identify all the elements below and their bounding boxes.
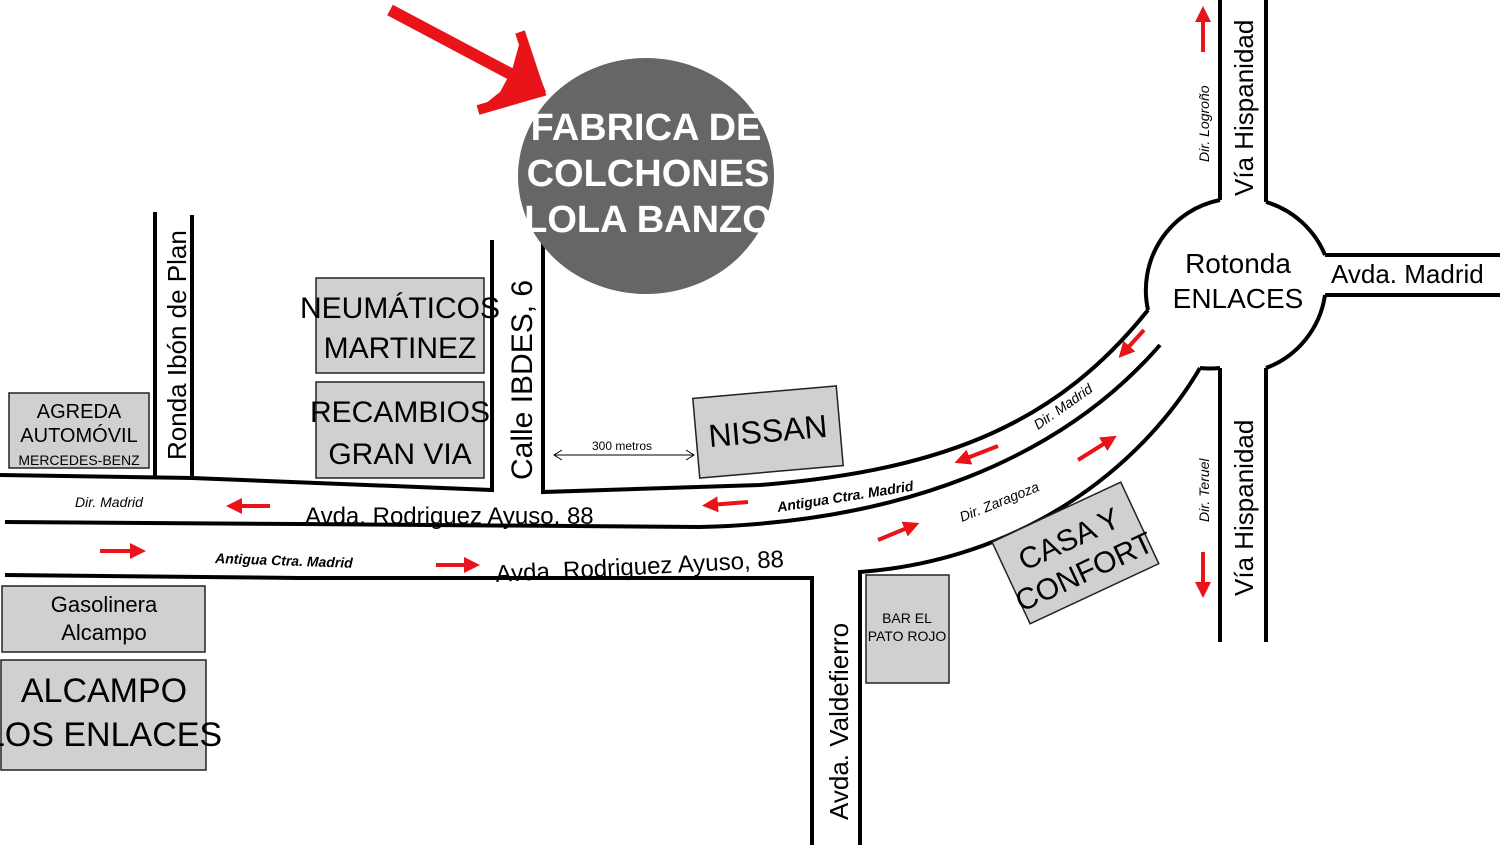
roundabout-ne-arc <box>1265 294 1327 370</box>
gasolinera-box: Gasolinera Alcampo <box>1 585 206 653</box>
neumaticos-line-2: MARTINEZ <box>324 332 477 365</box>
dir-logrono-label: Dir. Logroño <box>1196 85 1212 162</box>
gasolinera-line-1: Gasolinera <box>51 592 158 617</box>
ronda-ibon-right-edge <box>191 240 494 493</box>
arrow-west-icon <box>954 444 999 465</box>
rodriguez-top-label: Avda. Rodriguez Ayuso, 88 <box>305 503 594 530</box>
dir-teruel-label: Dir. Teruel <box>1196 458 1212 522</box>
neumaticos-line-1: NEUMÁTICOS <box>300 292 500 325</box>
calle-ibdes-label: Calle IBDES, 6 <box>506 280 539 480</box>
bar-line-2: PATO ROJO <box>868 628 947 644</box>
recambios-line-2: GRAN VIA <box>328 438 471 471</box>
calle-ibdes-right-edge <box>541 240 1150 495</box>
ronda-ibon-label: Ronda Ibón de Plan <box>162 230 192 460</box>
alcampo-line-1: ALCAMPO <box>21 672 187 710</box>
recambios-box: RECAMBIOS GRAN VIA <box>310 381 490 479</box>
distance-label: 300 metros <box>592 439 652 453</box>
agreda-line-1: AGREDA <box>37 401 122 423</box>
bar-box: BAR EL PATO ROJO <box>865 574 950 684</box>
via-hispanidad-bottom-label: Vía Hispanidad <box>1229 420 1259 596</box>
rotonda-line-1: Rotonda <box>1185 248 1291 279</box>
roundabout-west-arc <box>1143 198 1221 311</box>
agreda-line-2: AUTOMÓVIL <box>20 424 137 447</box>
avda-madrid-label: Avda. Madrid <box>1331 259 1484 289</box>
antigua-bottom-label: Antigua Ctra. Madrid <box>214 550 354 571</box>
avda-valdefierro-label: Avda. Valdefierro <box>824 623 854 820</box>
dir-zaragoza-label: Dir. Zaragoza <box>957 478 1041 524</box>
direction-arrows <box>100 6 1211 598</box>
factory-line-3: LOLA BANZO <box>524 199 772 241</box>
factory-pointer-arrow <box>387 4 547 115</box>
bar-line-1: BAR EL <box>882 610 932 626</box>
factory-line-2: COLCHONES <box>527 153 770 195</box>
distance-marker: 300 metros <box>553 439 695 461</box>
rodriguez-bottom-label: Avda. Rodriguez Ayuso, 88 <box>495 546 785 588</box>
alcampo-line-2: LOS ENLACES <box>0 716 222 754</box>
arrow-east-icon <box>877 521 920 542</box>
avenue-lower-edge <box>4 573 814 845</box>
arrow-northeast-icon <box>1076 435 1117 462</box>
via-hispanidad-top-label: Vía Hispanidad <box>1229 20 1259 196</box>
rotonda-line-2: ENLACES <box>1173 283 1304 314</box>
roundabout-sw-arc <box>1199 366 1221 371</box>
nissan-box: NISSAN <box>691 385 845 479</box>
arrow-southwest-icon <box>1118 328 1146 358</box>
factory-marker: FABRICA DE COLCHONES LOLA BANZO <box>387 4 774 294</box>
roundabout-nw-arc <box>1265 200 1327 256</box>
factory-circle <box>518 58 774 294</box>
neumaticos-box: NEUMÁTICOS MARTINEZ <box>300 277 500 374</box>
factory-line-1: FABRICA DE <box>531 107 762 149</box>
valdefierro-right-edge <box>858 366 1202 845</box>
agreda-box: AGREDA AUTOMÓVIL MERCEDES-BENZ <box>8 392 150 469</box>
agreda-line-3: MERCEDES-BENZ <box>18 452 140 468</box>
arrow-west-icon <box>702 496 749 513</box>
avenue-median <box>4 343 1162 530</box>
dir-madrid-left-label: Dir. Madrid <box>75 494 144 510</box>
gasolinera-line-2: Alcampo <box>61 620 147 645</box>
alcampo-box: ALCAMPO LOS ENLACES <box>0 659 222 771</box>
recambios-line-1: RECAMBIOS <box>310 396 490 429</box>
